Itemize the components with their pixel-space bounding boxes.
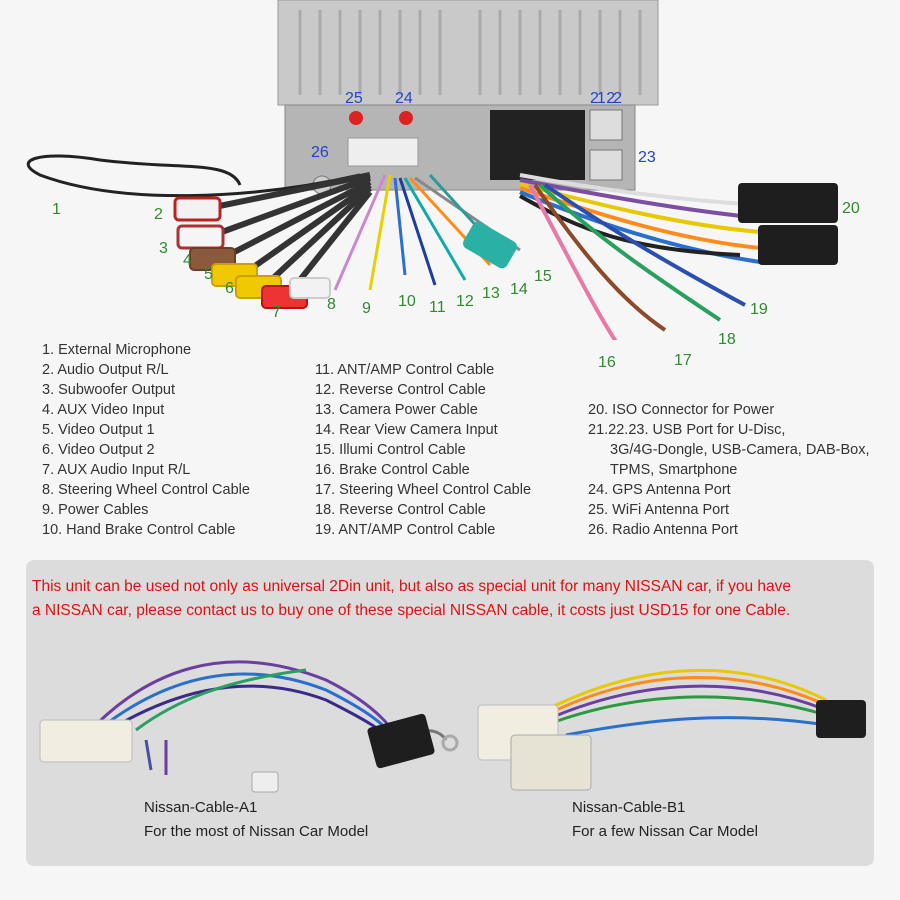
callout-13: 13 [482, 285, 500, 302]
callout-17: 17 [674, 352, 692, 369]
legend-item-21-22-23-cont2: TPMS, Smartphone [610, 462, 738, 478]
callout-25: 25 [345, 90, 363, 107]
callout-2: 2 [154, 206, 163, 223]
legend-item-20: 20. ISO Connector for Power [588, 402, 775, 418]
callout-1: 1 [52, 201, 61, 218]
legend-item-21-22-23-cont: 3G/4G-Dongle, USB-Camera, DAB-Box, [610, 442, 870, 458]
callout-19: 19 [750, 301, 768, 318]
legend-item-18: 18. Reverse Control Cable [315, 502, 486, 518]
legend-item-16: 16. Brake Control Cable [315, 462, 470, 478]
control-wires [333, 173, 521, 291]
legend-item-21-22-23: 21.22.23. USB Port for U-Disc, [588, 422, 786, 438]
callout-26: 26 [311, 144, 329, 161]
cable-b1-name: Nissan-Cable-B1 [572, 799, 686, 816]
promo-line-1: This unit can be used not only as univer… [32, 578, 792, 595]
legend-item-24: 24. GPS Antenna Port [588, 482, 731, 498]
callout-15: 15 [534, 268, 552, 285]
callout-18: 18 [718, 331, 736, 348]
rca-connectors [173, 172, 373, 309]
callout-14: 14 [510, 281, 528, 298]
callout-7: 7 [272, 304, 281, 321]
legend-item-25: 25. WiFi Antenna Port [588, 502, 730, 518]
legend-item-15: 15. Illumi Control Cable [315, 442, 466, 458]
promo-line-2: a NISSAN car, please contact us to buy o… [32, 602, 791, 619]
legend-item-14: 14. Rear View Camera Input [315, 422, 498, 438]
callout-6: 6 [225, 280, 234, 297]
legend-item-12: 12. Reverse Control Cable [315, 382, 486, 398]
legend-item-9: 9. Power Cables [42, 502, 149, 518]
callout-5: 5 [204, 266, 213, 283]
microphone-cable [26, 154, 361, 198]
cable-a1-name: Nissan-Cable-A1 [144, 799, 258, 816]
callout-4: 4 [183, 252, 192, 269]
head-unit-chassis [277, 0, 659, 195]
legend-column-2: 11. ANT/AMP Control Cable 12. Reverse Co… [315, 360, 531, 540]
legend-item-2: 2. Audio Output R/L [42, 362, 169, 378]
legend-item-13: 13. Camera Power Cable [315, 402, 478, 418]
legend-column-1: 1. External Microphone 2. Audio Output R… [42, 340, 250, 540]
nissan-cable-b1-image [477, 668, 866, 791]
callout-10: 10 [398, 293, 416, 310]
legend-item-10: 10. Hand Brake Control Cable [42, 522, 236, 538]
callout-21-22: 21 22 [590, 90, 622, 107]
callout-24: 24 [395, 90, 413, 107]
legend-item-7: 7. AUX Audio Input R/L [42, 462, 191, 478]
iso-harness-wires [519, 173, 761, 340]
callout-20: 20 [842, 200, 860, 217]
callout-8: 8 [327, 296, 336, 313]
callout-12: 12 [456, 293, 474, 310]
callout-16: 16 [598, 354, 616, 371]
callout-23: 23 [638, 149, 656, 166]
iso-connector [738, 183, 838, 265]
legend-item-4: 4. AUX Video Input [42, 402, 165, 418]
nissan-cable-a1-image [39, 660, 459, 793]
cable-b1-description: For a few Nissan Car Model [572, 823, 758, 840]
legend-item-26: 26. Radio Antenna Port [588, 522, 738, 538]
rear-camera-connector [463, 221, 517, 269]
nissan-cables-illustration [39, 660, 866, 793]
legend-item-1: 1. External Microphone [42, 342, 192, 358]
nissan-cable-panel [26, 560, 874, 866]
callout-3: 3 [159, 240, 168, 257]
legend-item-3: 3. Subwoofer Output [42, 382, 175, 398]
legend-item-17: 17. Steering Wheel Control Cable [315, 482, 532, 498]
cable-a1-description: For the most of Nissan Car Model [144, 823, 369, 840]
promo-notice: This unit can be used not only as univer… [32, 575, 868, 623]
legend-item-11: 11. ANT/AMP Control Cable [315, 362, 495, 378]
cable-a1-caption: Nissan-Cable-A1 For the most of Nissan C… [144, 796, 368, 844]
callout-9: 9 [362, 300, 371, 317]
callout-11: 11 [429, 299, 446, 316]
legend-item-19: 19. ANT/AMP Control Cable [315, 522, 496, 538]
legend-item-6: 6. Video Output 2 [42, 442, 155, 458]
legend-item-5: 5. Video Output 1 [42, 422, 155, 438]
cable-b1-caption: Nissan-Cable-B1 For a few Nissan Car Mod… [572, 796, 758, 844]
wiring-diagram [26, 0, 838, 340]
legend-item-8: 8. Steering Wheel Control Cable [42, 482, 250, 498]
legend-column-3: 20. ISO Connector for Power 21.22.23. US… [588, 400, 869, 540]
